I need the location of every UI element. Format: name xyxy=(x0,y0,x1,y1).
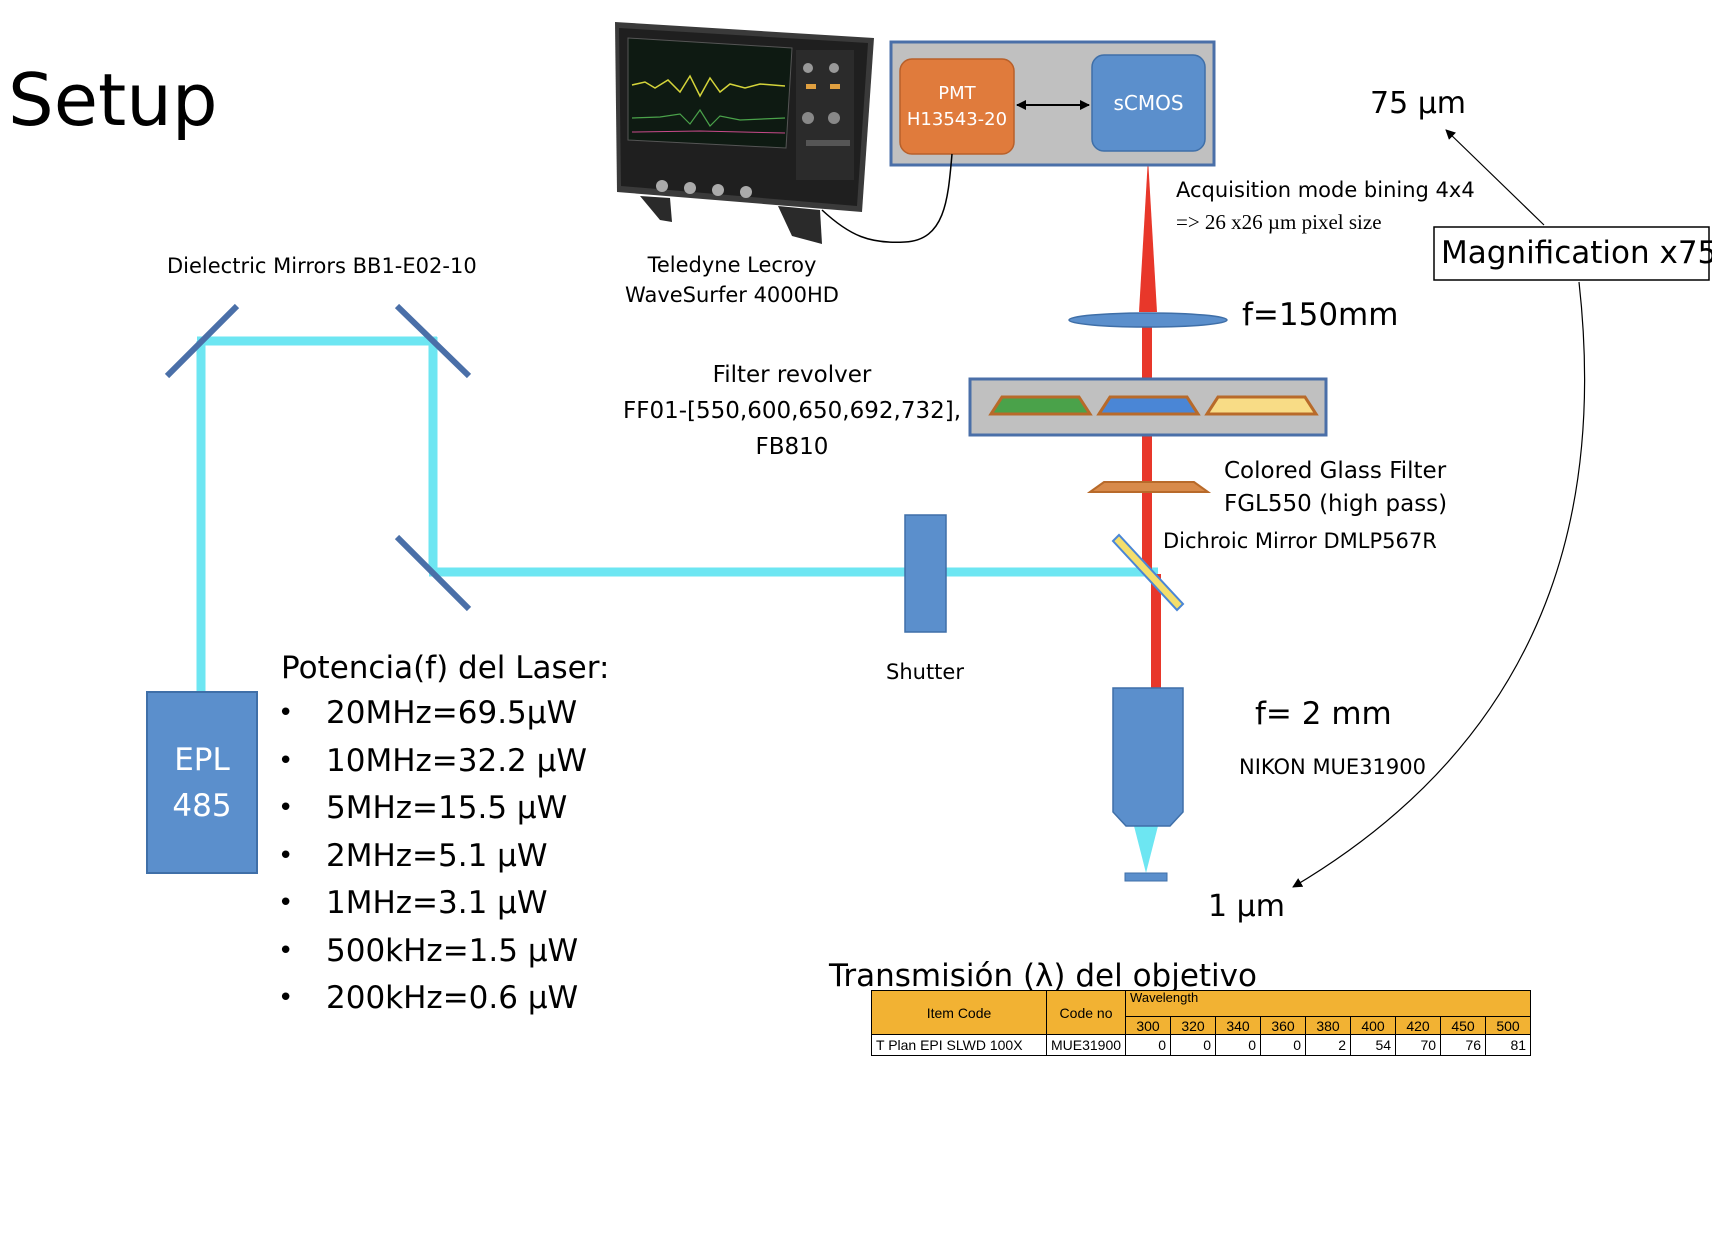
focus-cone xyxy=(1134,826,1158,873)
transmission-value: 0 xyxy=(1170,1034,1217,1056)
transmission-value: 54 xyxy=(1350,1034,1397,1056)
table-row: T Plan EPI SLWD 100X MUE31900 0 0 0 0 2 … xyxy=(871,1034,1532,1056)
filter-revolver-line2: FF01-[550,600,650,692,732], xyxy=(622,398,962,424)
laser-label: EPL 485 xyxy=(147,692,257,873)
emission-beam-lower xyxy=(1151,574,1161,690)
power-item: 10MHz=32.2 µW xyxy=(268,738,587,786)
laser-beam-path xyxy=(196,336,1158,692)
colored-glass-filter xyxy=(1086,481,1212,493)
laser-label-line2: 485 xyxy=(172,787,232,824)
emission-beam-upper xyxy=(1142,320,1152,574)
wavelength-header: 450 xyxy=(1440,1016,1487,1035)
lens-label: f=150mm xyxy=(1242,297,1399,333)
transmission-caption: Transmisión (λ) del objetivo xyxy=(829,958,1257,994)
dielectric-mirrors xyxy=(164,303,472,612)
magnification-arrow-top xyxy=(1445,129,1545,226)
pmt-label-line2: H13543-20 xyxy=(906,108,1008,130)
filter-revolver-line3: FB810 xyxy=(755,434,829,460)
wavelength-header: 300 xyxy=(1125,1016,1172,1035)
mirrors-label: Dielectric Mirrors BB1-E02-10 xyxy=(167,254,477,278)
emission-cone-upper xyxy=(1139,158,1157,312)
filter-green xyxy=(988,395,1093,416)
power-item: 5MHz=15.5 µW xyxy=(268,785,587,833)
wavelength-header: 320 xyxy=(1170,1016,1217,1035)
laser-box xyxy=(146,691,258,874)
scmos-box xyxy=(1091,54,1206,152)
objective-model-label: NIKON MUE31900 xyxy=(1239,755,1427,779)
glass-filter-line2: FGL550 (high pass) xyxy=(1224,491,1448,517)
magnification-arrow-bottom xyxy=(1292,281,1586,888)
shutter-label: Shutter xyxy=(886,660,964,684)
dichroic-label: Dichroic Mirror DMLP567R xyxy=(1163,529,1437,553)
filter-revolver-label: Filter revolver FF01-[550,600,650,692,73… xyxy=(612,357,972,465)
acquisition-note: Acquisition mode bining 4x4 => 26 x26 µm… xyxy=(1176,174,1475,238)
wavelength-header: 420 xyxy=(1395,1016,1442,1035)
power-list: 20MHz=69.5µW 10MHz=32.2 µW 5MHz=15.5 µW … xyxy=(268,690,587,1023)
acquisition-line1: Acquisition mode bining 4x4 xyxy=(1176,178,1475,202)
scmos-label: sCMOS xyxy=(1113,91,1184,115)
page-title: Setup xyxy=(8,58,218,142)
mirror-top-right xyxy=(394,303,472,379)
col-code-no: Code no xyxy=(1045,990,1127,1035)
tube-lens xyxy=(1068,312,1228,328)
transmission-value: 76 xyxy=(1440,1034,1487,1056)
oscilloscope-label: Teledyne Lecroy WaveSurfer 4000HD xyxy=(617,250,847,310)
power-item: 200kHz=0.6 µW xyxy=(268,975,587,1023)
scale-bottom-label: 1 µm xyxy=(1208,889,1285,924)
oscilloscope-name-line2: WaveSurfer 4000HD xyxy=(625,283,839,307)
magnification-box xyxy=(1433,226,1710,281)
transmission-value: 2 xyxy=(1305,1034,1352,1056)
transmission-value: 0 xyxy=(1260,1034,1307,1056)
wavelength-header: 360 xyxy=(1260,1016,1307,1035)
wavelength-header: 340 xyxy=(1215,1016,1262,1035)
wavelength-header: 400 xyxy=(1350,1016,1397,1035)
filter-yellow xyxy=(1204,395,1319,416)
objective-focal-label: f= 2 mm xyxy=(1255,696,1392,732)
pmt-label-line1: PMT xyxy=(938,82,976,104)
oscilloscope-image xyxy=(615,22,874,244)
glass-filter-label: Colored Glass Filter FGL550 (high pass) xyxy=(1224,455,1447,521)
wavelength-header: 380 xyxy=(1305,1016,1352,1035)
objective-body xyxy=(1112,687,1184,827)
transmission-value: 0 xyxy=(1125,1034,1172,1056)
acquisition-line2: => 26 x26 µm pixel size xyxy=(1176,210,1382,234)
transmission-value: 70 xyxy=(1395,1034,1442,1056)
transmission-table: Item Code Code no Wavelength 300 320 340… xyxy=(871,990,1532,1056)
pmt-label: PMT H13543-20 xyxy=(900,59,1014,154)
power-item: 20MHz=69.5µW xyxy=(268,690,587,738)
shutter-block xyxy=(904,514,947,633)
oscilloscope-name-line1: Teledyne Lecroy xyxy=(647,253,817,277)
power-item: 1MHz=3.1 µW xyxy=(268,880,587,928)
power-heading: Potencia(f) del Laser: xyxy=(281,650,610,686)
filter-revolver-line1: Filter revolver xyxy=(712,362,872,388)
col-item-code: Item Code xyxy=(871,990,1047,1035)
mirror-bottom xyxy=(394,534,472,612)
magnification-label: Magnification x75 xyxy=(1441,235,1712,271)
dichroic-mirror xyxy=(1111,533,1185,612)
pmt-box xyxy=(899,58,1015,155)
power-item: 2MHz=5.1 µW xyxy=(268,833,587,881)
pmt-cable xyxy=(821,153,953,244)
transmission-value: 81 xyxy=(1485,1034,1532,1056)
row-code-no: MUE31900 xyxy=(1045,1034,1127,1056)
transmission-value: 0 xyxy=(1215,1034,1262,1056)
wavelength-header: 500 xyxy=(1485,1016,1532,1035)
glass-filter-line1: Colored Glass Filter xyxy=(1224,458,1447,484)
scale-top-label: 75 µm xyxy=(1370,86,1467,121)
col-wavelength: Wavelength xyxy=(1125,990,1532,1017)
sample-slide xyxy=(1124,872,1168,882)
laser-label-line1: EPL xyxy=(174,741,230,778)
filter-blue xyxy=(1096,395,1201,416)
mirror-top-left xyxy=(164,303,240,379)
power-item: 500kHz=1.5 µW xyxy=(268,928,587,976)
row-item-code: T Plan EPI SLWD 100X xyxy=(871,1034,1047,1056)
